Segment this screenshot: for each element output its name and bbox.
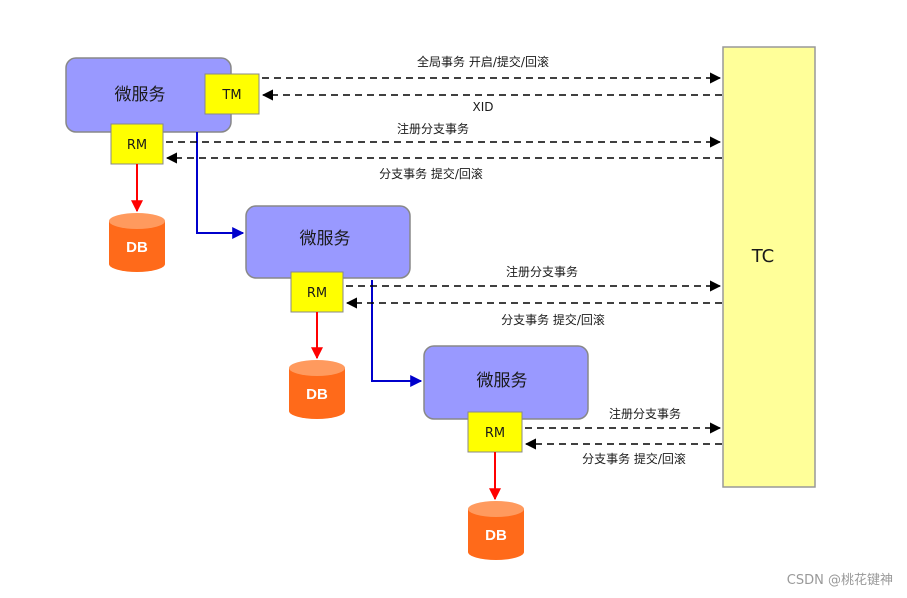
xid-label: XID — [473, 100, 494, 114]
rm-box-3: RM — [467, 411, 523, 453]
rm-1-label: RM — [127, 138, 147, 153]
db-3: DB — [468, 501, 524, 560]
tm-label: TM — [221, 88, 241, 103]
branch-result-label-3: 分支事务 提交/回滚 — [582, 451, 686, 466]
call-arrow-2 — [371, 280, 423, 387]
branch-result-label-2: 分支事务 提交/回滚 — [501, 312, 605, 327]
register-branch-label-1: 注册分支事务 — [397, 121, 469, 136]
microservice-2: 微服务 — [245, 205, 411, 279]
rm-2-label: RM — [307, 286, 327, 301]
register-branch-label-3: 注册分支事务 — [609, 406, 681, 421]
db-2: DB — [289, 360, 345, 419]
microservice-3: 微服务 — [423, 345, 589, 420]
rm-box-1: RM — [110, 123, 164, 165]
call-arrow-1 — [196, 132, 245, 239]
tm-box: TM — [204, 73, 260, 115]
watermark: CSDN @桃花键神 — [787, 572, 893, 588]
tc-label: TC — [751, 246, 775, 267]
rm-3-label: RM — [485, 426, 505, 441]
rm-box-2: RM — [290, 271, 344, 313]
microservice-2-label: 微服务 — [300, 229, 351, 249]
db-2-label: DB — [306, 386, 328, 403]
branch-result-label-1: 分支事务 提交/回滚 — [379, 166, 483, 181]
global-tx-label: 全局事务 开启/提交/回滚 — [417, 54, 549, 69]
microservice-1-label: 微服务 — [115, 85, 166, 105]
microservice-3-label: 微服务 — [477, 371, 528, 391]
tc-box: TC — [722, 46, 816, 488]
db-1-label: DB — [126, 239, 148, 256]
db-3-label: DB — [485, 527, 507, 544]
db-1: DB — [109, 213, 165, 272]
register-branch-label-2: 注册分支事务 — [506, 264, 578, 279]
